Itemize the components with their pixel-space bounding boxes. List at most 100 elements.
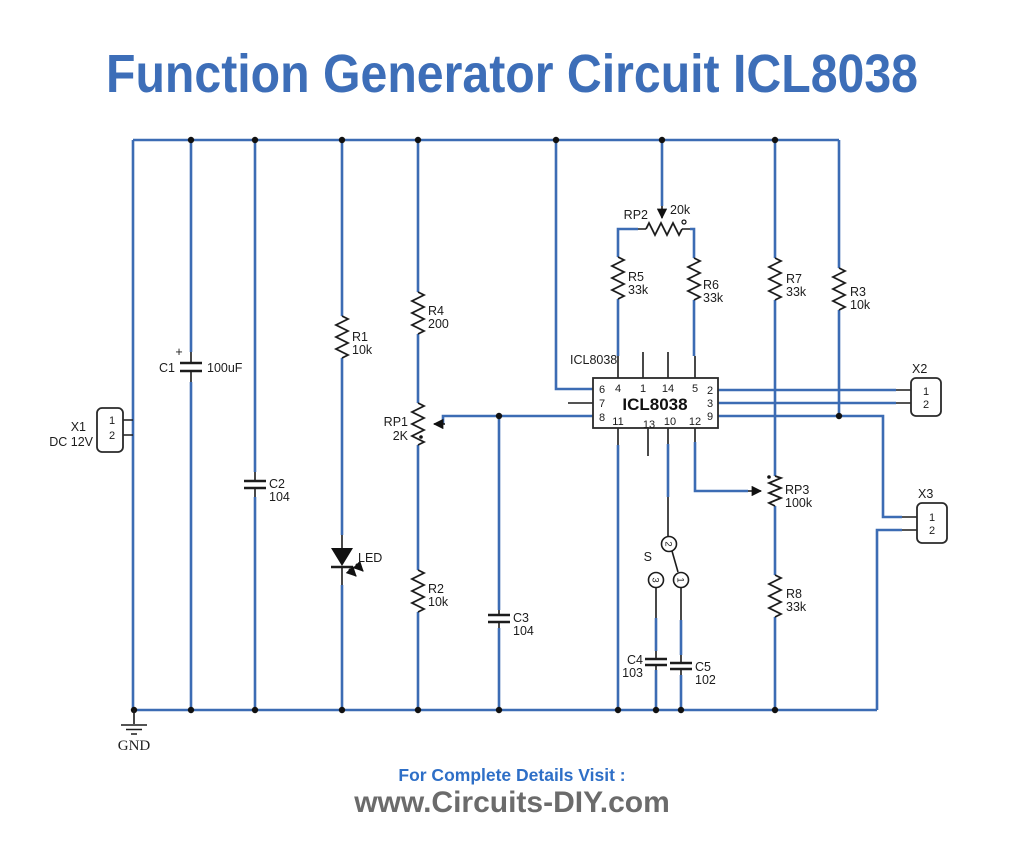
- ic-pin-1: 1: [640, 383, 646, 395]
- ic-pin-11: 11: [612, 416, 623, 428]
- resistor-r6: R6 33k: [685, 257, 724, 305]
- ic-pin-10: 10: [664, 416, 676, 428]
- resistor-r8: R8 33k: [766, 574, 807, 618]
- wire-pin12-to-rp3-wiper: [693, 442, 748, 493]
- rp3-label: RP3: [785, 483, 809, 497]
- c1-polarity: +: [175, 345, 182, 359]
- ic-pin-8: 8: [599, 412, 605, 424]
- led: LED: [331, 548, 382, 577]
- ic-pin-14: 14: [662, 383, 674, 395]
- r6-label: R6: [703, 278, 719, 292]
- led-label: LED: [358, 551, 382, 565]
- x1-label: X1: [71, 420, 86, 434]
- r7-label: R7: [786, 272, 802, 286]
- led-arrow-icon: [352, 560, 364, 572]
- c1-value: 100uF: [207, 361, 243, 375]
- ic-name: ICL8038: [622, 395, 687, 414]
- r3-value: 10k: [850, 298, 871, 312]
- ground-symbol: GND: [118, 710, 151, 754]
- r3-label: R3: [850, 285, 866, 299]
- capacitor-c2: C2 104: [244, 477, 290, 504]
- r6-value: 33k: [703, 291, 724, 305]
- switch-contact-3: 3: [650, 577, 661, 582]
- switch-contact-2: 2: [663, 541, 674, 546]
- wire-vcc-to-pin6: [554, 140, 593, 391]
- rp3-value: 100k: [785, 496, 813, 510]
- r8-label: R8: [786, 587, 802, 601]
- r5-label: R5: [628, 270, 644, 284]
- ic-pin-9: 9: [707, 411, 713, 423]
- r7-value: 33k: [786, 285, 807, 299]
- rp2-value: 20k: [670, 203, 691, 217]
- ic-pin-7: 7: [599, 398, 605, 410]
- x1-pin2: 2: [109, 430, 115, 442]
- resistor-r7: R7 33k: [766, 257, 807, 301]
- c4-value: 103: [622, 666, 643, 680]
- footer-heading: For Complete Details Visit :: [398, 765, 625, 785]
- resistor-r1: R1 10k: [333, 315, 373, 359]
- r1-value: 10k: [352, 343, 373, 357]
- switch-label: S: [644, 550, 652, 564]
- c4-label: C4: [627, 653, 643, 667]
- r2-label: R2: [428, 582, 444, 596]
- ic-pin-6: 6: [599, 384, 605, 396]
- ic-outside-label: ICL8038: [570, 353, 617, 367]
- x2-pin1: 1: [923, 386, 929, 398]
- potentiometer-rp2: RP2 20k: [624, 203, 691, 238]
- ic-pin-3: 3: [707, 398, 713, 410]
- capacitor-c4: C4 103: [622, 653, 667, 680]
- rp1-value: 2K: [393, 429, 409, 443]
- wire-rp1-to-pin8: [441, 414, 593, 424]
- ground-label: GND: [118, 738, 151, 754]
- switch-lever: [671, 550, 679, 573]
- ic-pin-12: 12: [689, 416, 701, 428]
- rp1-label: RP1: [384, 415, 408, 429]
- switch-s: 2 3 1 S: [644, 535, 690, 589]
- wire-x3-pin2: [875, 528, 902, 710]
- c2-label: C2: [269, 477, 285, 491]
- r1-label: R1: [352, 330, 368, 344]
- ic-pin-5: 5: [692, 383, 698, 395]
- rp2-label: RP2: [624, 208, 648, 222]
- led-triangle-icon: [331, 548, 353, 566]
- resistor-r3: R3 10k: [830, 267, 871, 312]
- x3-label: X3: [918, 487, 933, 501]
- resistor-r2: R2 10k: [409, 569, 449, 613]
- r4-label: R4: [428, 304, 444, 318]
- c5-value: 102: [695, 673, 716, 687]
- wire-pin9-to-x3: [718, 414, 902, 519]
- ic-icl8038: ICL8038 ICL8038 4 1 14 5 6 7 8 2 3 9 11 …: [570, 353, 719, 431]
- resistor-r4: R4 200: [409, 291, 449, 335]
- switch-contact-1: 1: [675, 577, 686, 582]
- r5-value: 33k: [628, 283, 649, 297]
- page-title: Function Generator Circuit ICL8038: [106, 44, 918, 104]
- potentiometer-rp1: RP1 2K: [384, 402, 445, 446]
- x2-pin2: 2: [923, 399, 929, 411]
- led-arrow-icon: [345, 565, 357, 577]
- ic-pin-4: 4: [615, 383, 621, 395]
- wire-rp2-right-r6: [690, 227, 696, 356]
- r2-value: 10k: [428, 595, 449, 609]
- r4-value: 200: [428, 317, 449, 331]
- potentiometer-rp3: RP3 100k: [748, 475, 813, 510]
- c3-value: 104: [513, 624, 534, 638]
- ground-icon: [121, 724, 147, 735]
- c1-label: C1: [159, 361, 175, 375]
- x2-label: X2: [912, 362, 927, 376]
- connector-x1: X1 DC 12V 1 2: [49, 407, 124, 453]
- r8-value: 33k: [786, 600, 807, 614]
- c2-value: 104: [269, 490, 290, 504]
- ic-pin-2: 2: [707, 385, 713, 397]
- connector-x2: X2 1 2: [910, 362, 942, 417]
- junction-dots: [130, 136, 843, 714]
- c3-label: C3: [513, 611, 529, 625]
- x1-sublabel: DC 12V: [49, 435, 93, 449]
- c5-label: C5: [695, 660, 711, 674]
- capacitor-c5: C5 102: [670, 660, 716, 687]
- wire-rp2-left-r5: [616, 227, 638, 356]
- x1-pin1: 1: [109, 415, 115, 427]
- ic-pin-13: 13: [643, 419, 655, 431]
- capacitor-c1: + C1 100uF: [159, 345, 243, 375]
- connector-x3: X3 1 2: [916, 487, 948, 544]
